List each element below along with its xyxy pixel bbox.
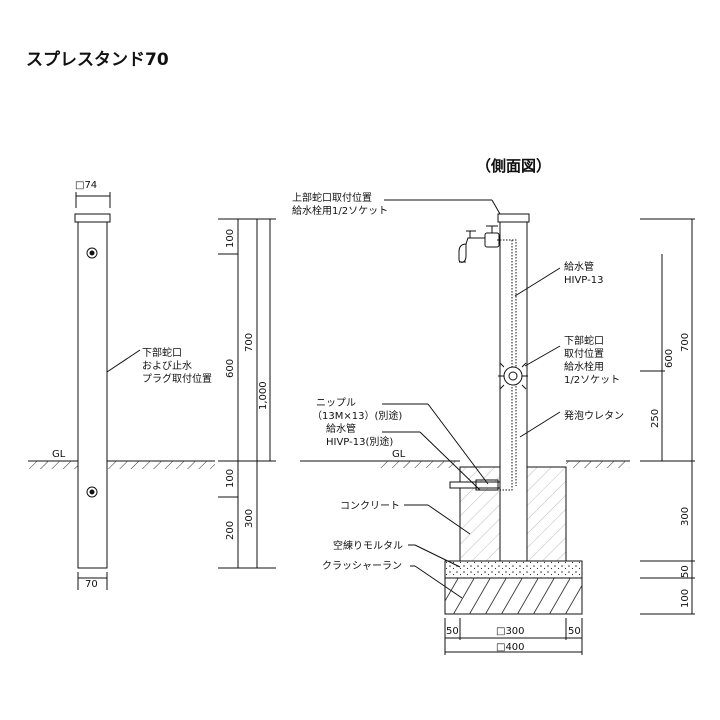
side-callout-lower-4: 1/2ソケット bbox=[564, 374, 620, 386]
front-dim-300: 300 bbox=[244, 509, 255, 528]
side-callout-supply-1: 給水管 bbox=[326, 422, 356, 435]
side-dim-100: 100 bbox=[680, 589, 691, 608]
front-callout-line1: 下部蛇口 bbox=[142, 346, 182, 359]
side-pole-cap bbox=[497, 213, 530, 223]
front-dim-700: 700 bbox=[244, 333, 255, 352]
mortar-layer bbox=[444, 560, 583, 579]
side-view-title: （側面図） bbox=[476, 157, 551, 175]
front-dim-200: 200 bbox=[225, 521, 236, 540]
lower-faucet-icon bbox=[498, 362, 528, 390]
side-bottom-left50: 50 bbox=[446, 626, 459, 637]
front-bottom-width: 70 bbox=[85, 579, 98, 590]
pole-body bbox=[77, 221, 108, 569]
side-callout-mortar: 空練りモルタル bbox=[333, 539, 403, 552]
front-view bbox=[28, 192, 276, 590]
side-bottom-total: □400 bbox=[496, 642, 525, 653]
side-callout-lower-1: 下部蛇口 bbox=[564, 334, 604, 347]
side-dim-300: 300 bbox=[680, 507, 691, 526]
side-pole-body bbox=[499, 221, 528, 562]
side-view bbox=[300, 199, 695, 655]
front-callout-line2: および止水 bbox=[142, 360, 192, 372]
upper-faucet-icon bbox=[458, 225, 500, 263]
side-bottom-mid: □300 bbox=[496, 626, 525, 637]
side-callout-supply-2: HIVP-13(別途) bbox=[326, 435, 393, 448]
side-gl-label: GL bbox=[392, 449, 406, 460]
side-callout-pipe-1: 給水管 bbox=[564, 260, 594, 273]
side-callout-pipe-2: HIVP-13 bbox=[564, 275, 603, 286]
page-title: スプレスタンド70 bbox=[26, 49, 169, 70]
side-callout-crusher: クラッシャーラン bbox=[322, 560, 402, 572]
upper-plug-icon bbox=[86, 247, 98, 259]
side-dim-700: 700 bbox=[680, 333, 691, 352]
side-callout-nipple-2: （13M×13）(別途) bbox=[312, 409, 402, 422]
side-dim-50: 50 bbox=[680, 565, 691, 578]
side-dim-250: 250 bbox=[650, 409, 661, 428]
pole-cap bbox=[74, 213, 111, 223]
side-callout-upper-2: 給水栓用1/2ソケット bbox=[292, 204, 388, 217]
lower-plug-icon bbox=[86, 486, 98, 498]
side-dim-600: 600 bbox=[664, 349, 675, 368]
front-top-size: □74 bbox=[75, 180, 97, 191]
front-dim-600: 600 bbox=[225, 359, 236, 378]
front-dim-1000: 1,000 bbox=[258, 381, 269, 410]
front-dim-100-top: 100 bbox=[225, 229, 236, 248]
side-callout-nipple-1: ニップル bbox=[316, 397, 356, 409]
side-callout-upper-1: 上部蛇口取付位置 bbox=[292, 191, 372, 204]
supply-joint bbox=[475, 479, 499, 491]
front-gl-label: GL bbox=[52, 449, 66, 460]
side-bottom-right50: 50 bbox=[568, 626, 581, 637]
front-dim-100-below: 100 bbox=[225, 469, 236, 488]
side-callout-lower-3: 給水栓用 bbox=[564, 360, 604, 373]
side-callout-concrete: コンクリート bbox=[340, 500, 400, 512]
side-callout-urethane: 発泡ウレタン bbox=[564, 409, 624, 422]
front-callout-line3: プラグ取付位置 bbox=[142, 372, 212, 385]
side-callout-lower-2: 取付位置 bbox=[564, 347, 604, 360]
